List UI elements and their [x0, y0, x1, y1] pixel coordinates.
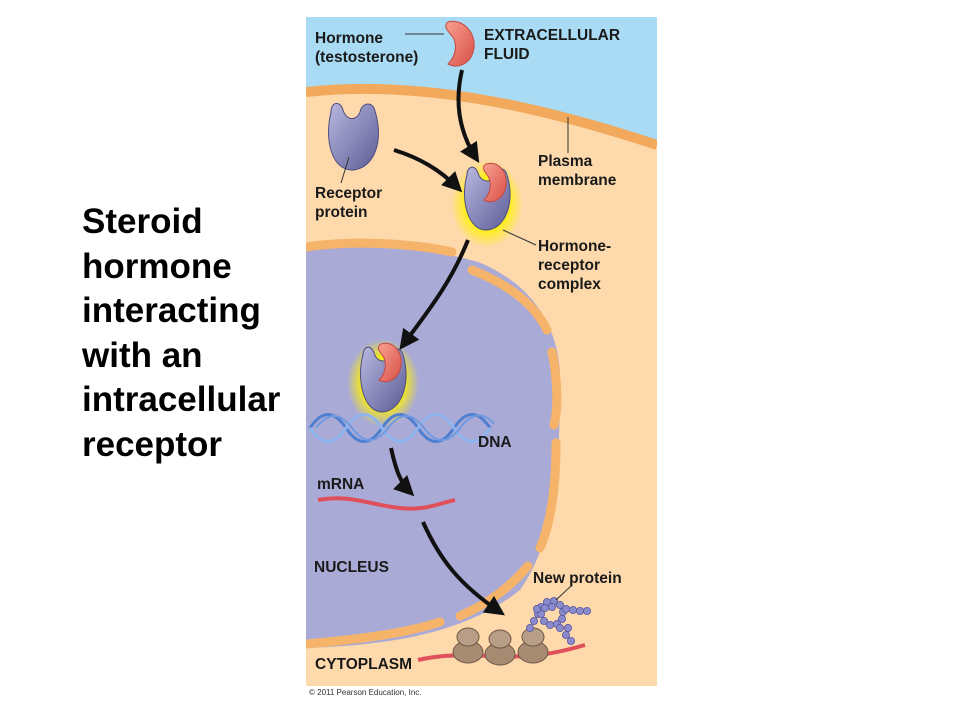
- process-arrows: [389, 69, 505, 616]
- dna-label: DNA: [478, 434, 512, 451]
- ribosomes: [452, 627, 549, 666]
- mrna-strand: [317, 496, 456, 511]
- hormone-molecule: [445, 20, 475, 67]
- copyright-notice: © 2011 Pearson Education, Inc.: [309, 688, 422, 697]
- extracellular-fluid-label: EXTRACELLULAR FLUID: [484, 27, 624, 63]
- plasma-membrane-label: Plasma membrane: [538, 153, 617, 189]
- hormone-label: Hormone (testosterone): [315, 30, 418, 66]
- hormone-receptor-complex-label: Hormone- receptor complex: [538, 238, 616, 293]
- hormone-receptor-complex-on-dna: [347, 339, 419, 427]
- new-protein-label: New protein: [533, 570, 622, 587]
- cytoplasm-label: CYTOPLASM: [315, 656, 412, 673]
- nucleus-label: NUCLEUS: [314, 559, 389, 576]
- new-protein-chain: [526, 597, 592, 646]
- receptor-protein-label: Receptor protein: [315, 185, 387, 221]
- receptor-protein: [328, 103, 379, 171]
- plasma-membrane: [306, 83, 657, 150]
- hormone-receptor-complex: [451, 160, 523, 248]
- dna-helix: [308, 413, 495, 443]
- nuclear-envelope: [306, 238, 562, 649]
- leader-lines: [340, 33, 572, 601]
- extracellular-fluid-region: [306, 17, 657, 140]
- slide-title: Steroid hormone interacting with an intr…: [82, 202, 281, 464]
- mrna-label: mRNA: [317, 476, 364, 493]
